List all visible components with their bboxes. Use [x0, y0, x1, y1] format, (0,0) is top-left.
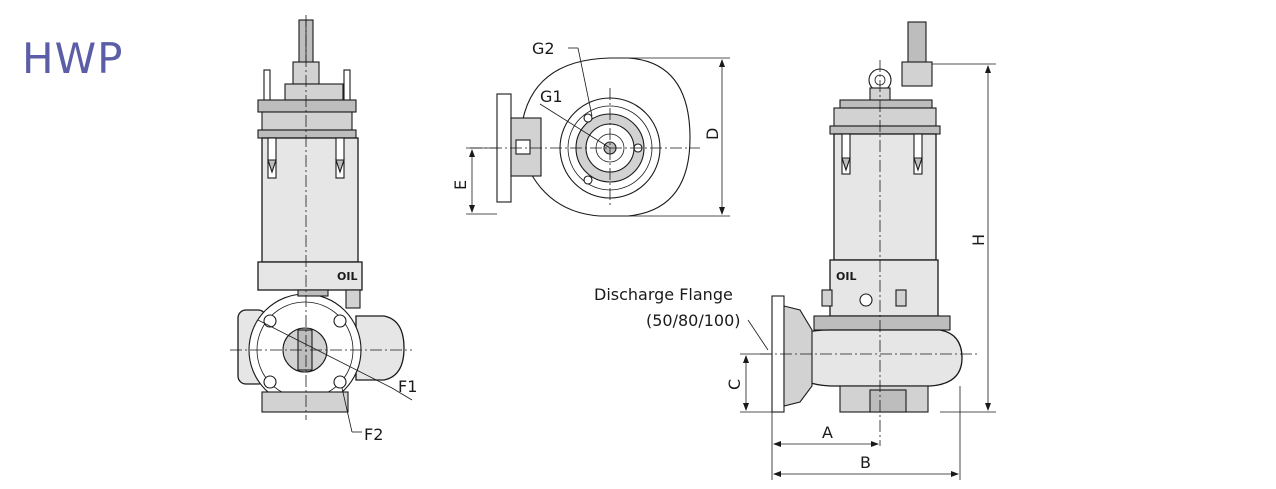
oil-label-front: OIL: [337, 270, 357, 283]
h-label: H: [969, 234, 988, 246]
discharge-flange-label: Discharge Flange: [594, 285, 733, 304]
g2-label: G2: [532, 39, 555, 58]
d-label: D: [703, 128, 722, 140]
oil-label-side: OIL: [836, 270, 856, 283]
a-label: A: [822, 423, 833, 442]
model-title: HWP: [22, 34, 124, 83]
f1-label: F1: [398, 377, 417, 396]
top-view: G2 G1 D E: [451, 39, 730, 217]
f2-label: F2: [364, 425, 383, 444]
side-view: OIL H C A B Discharge Fla: [594, 21, 996, 480]
g1-label: G1: [540, 87, 563, 106]
discharge-flange-size-label: (50/80/100): [646, 311, 741, 330]
front-view: OIL F1 F2: [230, 15, 417, 444]
b-label: B: [860, 453, 871, 472]
c-label: C: [725, 379, 744, 390]
e-label: E: [451, 180, 470, 190]
